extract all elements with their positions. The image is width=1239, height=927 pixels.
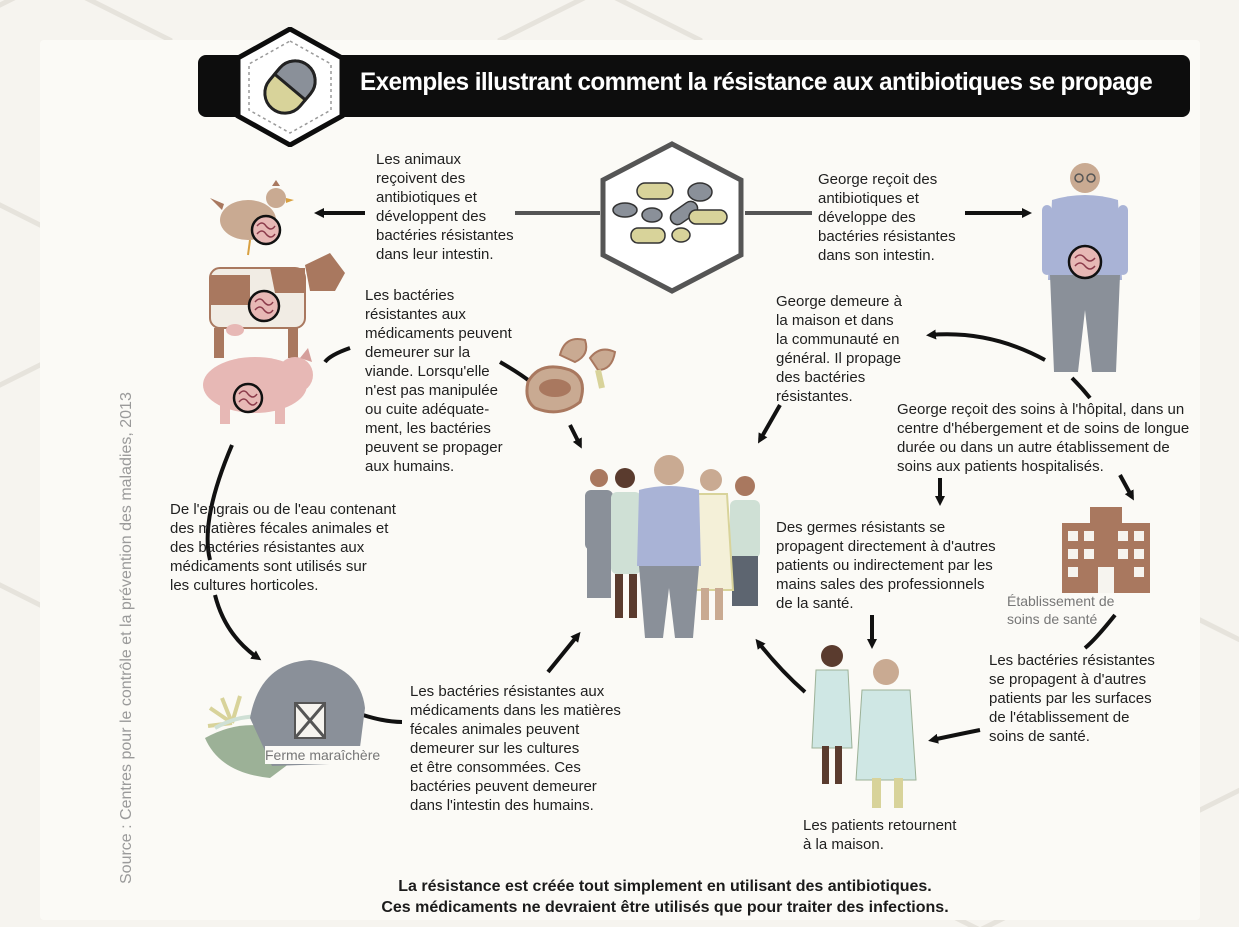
chicken-icon: [210, 180, 294, 256]
people-group-illustration: [585, 455, 760, 638]
person-right: [730, 476, 760, 606]
healthcare-facility-icon: [1062, 507, 1150, 593]
arrow-george-home: [926, 329, 1046, 362]
meat-icon: [525, 338, 617, 414]
text-germs: Des germes résistants se propagent direc…: [776, 519, 996, 612]
patient-woman: [811, 645, 853, 784]
arrow-to-farm: [213, 594, 262, 661]
arrow-patients-to-people: [755, 638, 807, 694]
page-title: Exemples illustrant comment la résistanc…: [360, 68, 1153, 96]
meat-line: [323, 346, 351, 364]
arrow-to-facility: [1118, 474, 1134, 501]
text-george-receives: George reçoit des antibiotiques et dével…: [818, 171, 956, 264]
arrow-surfaces-to-patients: [928, 728, 981, 744]
vegetable-farm-icon: [205, 660, 365, 778]
facility-label: Établissement de soins de santé: [1007, 593, 1115, 627]
text-patients-return: Les patients retournent à la maison.: [803, 817, 957, 853]
patient-man: [855, 659, 917, 808]
footer-message: La résistance est créée tout simplement …: [381, 878, 949, 916]
farm-label: Ferme maraîchère: [265, 746, 381, 764]
george-figure: [1042, 163, 1128, 372]
patients-illustration: [811, 645, 917, 808]
arrow-crops-to-people: [546, 631, 581, 674]
capsule-hexagon-icon: [235, 27, 345, 147]
antibiotics-hexagon-icon: [600, 141, 744, 294]
person-left: [585, 469, 613, 598]
person-george-center: [637, 455, 701, 638]
text-george-hospital: George reçoit des soins à l'hôpital, dan…: [897, 401, 1190, 475]
title-bar: [198, 55, 1190, 117]
text-animals-receive: Les animaux reçoivent des antibiotiques …: [376, 151, 514, 263]
arrow-meat-to-people: [568, 424, 582, 449]
text-crops: Les bactéries résistantes aux médicament…: [410, 683, 621, 814]
farm-animals-illustration: [203, 180, 345, 424]
arrow-home-to-people: [758, 404, 782, 444]
pig-icon: [203, 348, 313, 424]
text-surfaces: Les bactéries résistantes se propagent à…: [989, 652, 1155, 745]
person-woman-left: [611, 468, 641, 618]
text-fertilizer: De l'engrais ou de l'eau contenant des m…: [170, 501, 396, 594]
text-george-home: George demeure à la maison et dans la co…: [776, 293, 902, 405]
text-meat: Les bactéries résistantes aux médicament…: [365, 287, 512, 475]
